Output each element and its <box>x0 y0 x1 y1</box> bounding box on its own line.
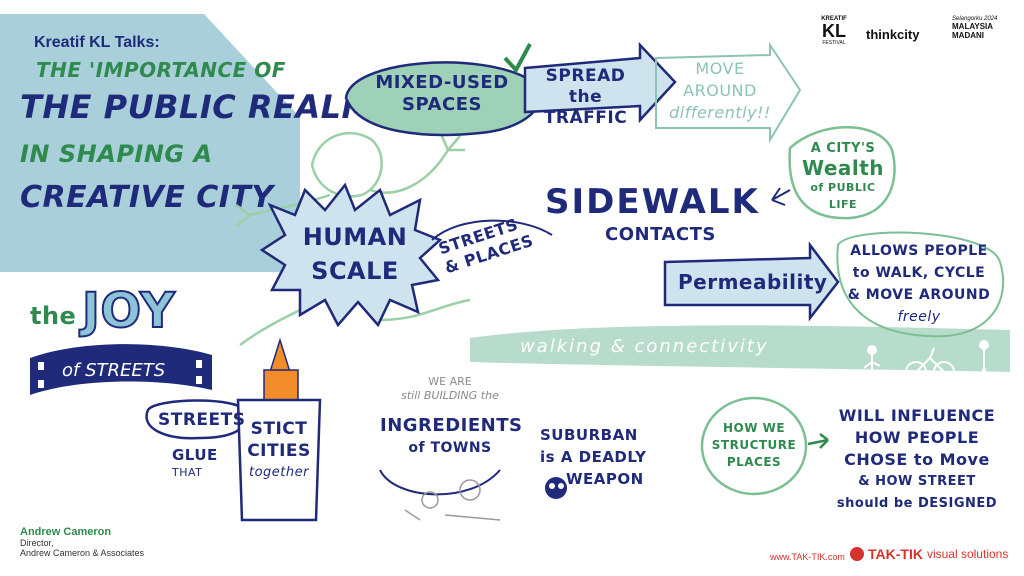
taktik-logo: TAK-TIK visual solutions <box>850 546 1008 562</box>
sidewalk-label: SIDEWALK <box>545 182 760 222</box>
allows-people-cloud <box>836 231 1005 338</box>
wealth-bubble <box>788 126 896 220</box>
arrow-icon <box>771 187 791 206</box>
ingredients-hands <box>379 469 501 496</box>
series-title: Kreatif KL Talks: <box>34 34 160 51</box>
streets-label: STREETS <box>158 410 246 430</box>
contacts-label: CONTACTS <box>605 224 716 245</box>
will-influence-label: WILL INFLUENCE HOW PEOPLE CHOSE to Move … <box>836 406 998 511</box>
title-line-4: CREATIVE CITY <box>20 180 274 215</box>
thinkcity-logo: thinkcity <box>866 27 920 42</box>
title-line-3: IN SHAPING A <box>20 140 213 168</box>
spread-traffic-arrow <box>523 41 677 124</box>
permeability-arrow <box>663 241 840 322</box>
glue-bottle-icon <box>236 337 322 522</box>
malaysia-madani-logo: Selangorku 2024 MALAYSIA MADANI <box>952 16 998 40</box>
suburban-label: SUBURBAN is A DEADLY WEAPON <box>540 426 647 488</box>
human-scale-label: HUMAN SCALE <box>302 223 408 285</box>
title-line-2: THE PUBLIC REALM <box>20 88 374 126</box>
wealth-label: A CITY'S Wealth of PUBLIC LIFE <box>801 141 885 211</box>
joy-the-label: the <box>30 302 77 330</box>
allows-people-label: ALLOWS PEOPLE to WALK, CYCLE & MOVE AROU… <box>847 243 991 325</box>
glue-that-label: GLUE THAT <box>172 446 218 479</box>
ingredients-label: INGREDIENTS of TOWNS <box>380 415 523 456</box>
structure-circle <box>700 396 808 496</box>
kreatif-kl-logo: KREATIF KL FESTIVAL <box>821 16 847 46</box>
move-around-label: MOVE AROUND differently!! <box>669 59 771 122</box>
permeability-label: Permeability <box>678 270 828 294</box>
we-are-label: WE ARE still BUILDING the <box>401 375 499 402</box>
scribble-icons <box>404 479 501 521</box>
connectivity-band <box>470 325 1010 372</box>
title-line-1: THE 'IMPORTANCE OF <box>36 58 286 82</box>
ribbon-dashes <box>38 360 202 388</box>
walking-connectivity-label: walking & connectivity <box>520 336 769 357</box>
human-scale-burst <box>259 182 443 328</box>
joy-of-streets-label: of STREETS <box>62 360 166 381</box>
joy-main-label: JOY <box>81 282 176 340</box>
stict-cities-label: STICT CITIES together <box>247 419 311 480</box>
joy-ribbon <box>30 344 212 395</box>
check-icon <box>503 43 532 74</box>
pedestrian-cyclist-icons <box>863 340 991 385</box>
mixed-used-label: MIXED-USED SPACES <box>375 72 509 115</box>
streets-places-arc <box>431 219 553 241</box>
taktik-icon <box>850 547 864 561</box>
how-we-structure-label: HOW WE STRUCTURE PLACES <box>711 421 797 469</box>
spread-traffic-label: SPREAD the TRAFFIC <box>543 66 628 128</box>
skull-icon <box>545 477 567 499</box>
website-link[interactable]: www.TAK-TIK.com <box>770 552 845 562</box>
speaker-credit: Andrew Cameron Director, Andrew Cameron … <box>20 526 145 558</box>
move-around-arrow <box>655 41 802 144</box>
arrow-right-icon <box>807 433 829 449</box>
